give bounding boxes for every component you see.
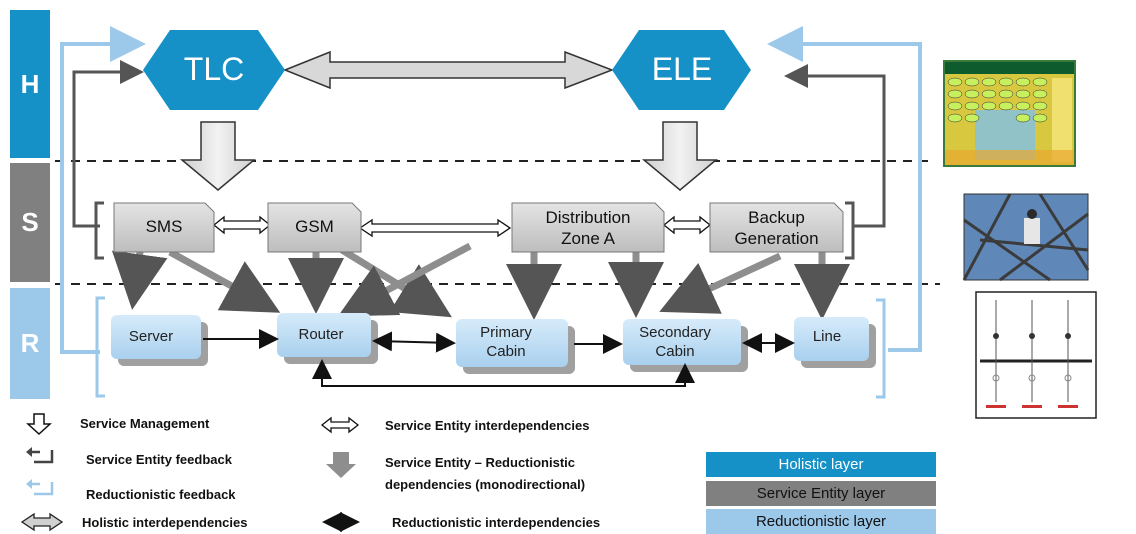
distribution-label: Distribution Zone A xyxy=(545,208,631,248)
backup-box xyxy=(709,202,844,253)
reductionistic-feedback-left xyxy=(60,26,146,354)
sms-gsm-interdependency xyxy=(212,215,272,235)
electrical-schematic-thumbnail xyxy=(975,291,1097,419)
service-reductionistic-dependencies xyxy=(111,242,850,320)
legend-service-entity-feedback: Service Entity feedback xyxy=(86,452,232,467)
holistic-layer-tab: H xyxy=(10,10,50,158)
primary-cabin-box xyxy=(456,319,568,367)
service-bracket-left xyxy=(94,201,104,260)
reductionistic-feedback-right xyxy=(767,26,922,352)
line-box xyxy=(794,317,869,361)
tlc-hexagon xyxy=(143,30,285,110)
service-management-arrow-ele xyxy=(641,121,719,191)
gsm-label: GSM xyxy=(295,217,334,236)
legend-service-entity-interdependencies: Service Entity interdependencies xyxy=(385,418,590,433)
service-management-legend-icon xyxy=(26,413,52,436)
server-label: Server xyxy=(128,328,174,345)
sms-label: SMS xyxy=(145,217,183,236)
reductionistic-layer-tab-label: R xyxy=(20,328,40,358)
server-box xyxy=(111,315,201,359)
legend-service-management: Service Management xyxy=(80,416,210,431)
holistic-interdependencies-legend-icon xyxy=(20,512,64,532)
router-label: Router xyxy=(298,326,344,343)
service-feedback-left xyxy=(72,60,144,228)
legend-holistic-interdependencies: Holistic interdependencies xyxy=(82,515,248,530)
holistic-layer-legend-label: Holistic layer xyxy=(778,456,864,473)
reductionistic-layer-legend: Reductionistic layer xyxy=(706,509,936,534)
gsm-distribution-interdependency xyxy=(358,218,512,238)
pylon-worker-photo-thumbnail xyxy=(962,193,1090,282)
ele-label: ELE xyxy=(651,51,713,87)
legend-reductionistic-interdependencies: Reductionistic interdependencies xyxy=(392,515,601,530)
tlc-label: TLC xyxy=(183,51,245,87)
service-entity-reductionistic-legend-icon xyxy=(326,452,356,478)
distribution-backup-interdependency xyxy=(662,215,712,235)
service-layer-tab: S xyxy=(10,163,50,282)
legend-service-entity-reductionistic: Service Entity – Reductionistic dependen… xyxy=(385,455,586,492)
service-layer-legend: Service Entity layer xyxy=(706,481,936,506)
legend-reductionistic-feedback: Reductionistic feedback xyxy=(86,487,236,502)
router-box xyxy=(277,313,371,357)
line-label: Line xyxy=(812,328,842,345)
control-room-map-thumbnail xyxy=(943,60,1076,167)
distribution-box xyxy=(511,202,665,253)
service-entity-interdependencies-legend-icon xyxy=(320,416,360,434)
secondary-cabin-label: Secondary Cabin xyxy=(639,324,711,360)
holistic-layer-legend: Holistic layer xyxy=(706,452,936,477)
reductionistic-interdependencies xyxy=(203,329,795,387)
reductionistic-layer-tab: R xyxy=(10,288,50,399)
reductionistic-bracket-right xyxy=(876,298,886,399)
primary-cabin-label: Primary Cabin xyxy=(480,324,532,360)
holistic-interdependency-arrow xyxy=(282,50,615,90)
sms-box xyxy=(113,202,215,253)
gsm-box xyxy=(267,202,362,253)
service-management-arrow-tlc xyxy=(179,121,257,191)
service-bracket-right xyxy=(845,201,855,260)
service-feedback-right xyxy=(784,64,886,228)
secondary-cabin-box xyxy=(623,319,741,365)
service-layer-legend-label: Service Entity layer xyxy=(756,485,886,502)
reductionistic-layer-legend-label: Reductionistic layer xyxy=(755,513,887,530)
backup-label: Backup Generation xyxy=(734,208,819,248)
reductionistic-bracket-left xyxy=(95,296,105,398)
holistic-layer-tab-label: H xyxy=(20,68,40,99)
ele-hexagon xyxy=(612,30,751,110)
service-layer-tab-label: S xyxy=(21,207,39,237)
